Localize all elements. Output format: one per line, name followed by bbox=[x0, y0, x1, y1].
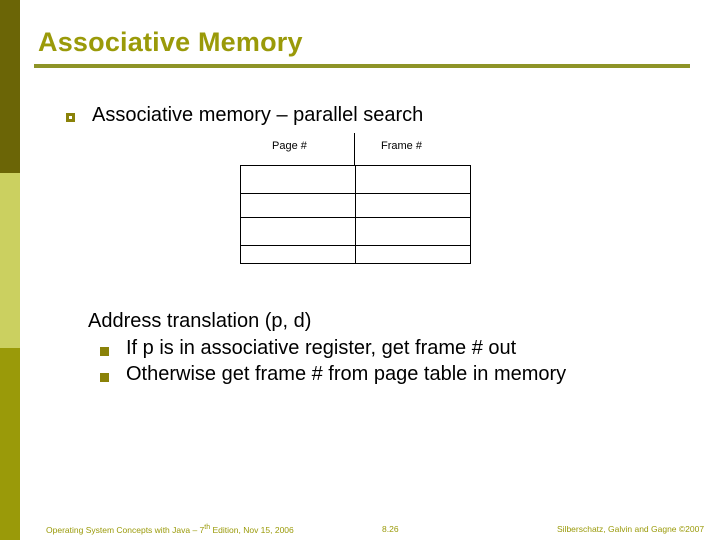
table-cell-page bbox=[240, 245, 356, 264]
table-cell-page bbox=[240, 165, 356, 194]
filled-square-bullet-icon bbox=[100, 373, 109, 383]
footer-left-ordinal: th bbox=[204, 524, 211, 531]
sub-bullet-label: If p is in associative register, get fra… bbox=[126, 336, 517, 359]
register-entries-table bbox=[240, 165, 471, 264]
table-cell-frame bbox=[355, 217, 471, 246]
address-translation-block: Address translation (p, d) If p is in as… bbox=[88, 310, 628, 387]
table-row bbox=[240, 193, 471, 218]
table-cell-page bbox=[240, 217, 356, 246]
title-underline-rule bbox=[34, 64, 690, 68]
sub-bullet-label: Otherwise get frame # from page table in… bbox=[126, 363, 567, 386]
column-header-page: Page # bbox=[272, 140, 307, 152]
table-row bbox=[240, 165, 471, 194]
footer-copyright: Silberschatz, Galvin and Gagne ©2007 bbox=[557, 524, 705, 534]
table-cell-frame bbox=[355, 193, 471, 218]
table-cell-page bbox=[240, 193, 356, 218]
table-row bbox=[240, 217, 471, 246]
address-translation-heading: Address translation (p, d) bbox=[88, 310, 312, 332]
sub-bullet-item-2: Otherwise get frame # from page table in… bbox=[88, 363, 628, 387]
footer-left-prefix: Operating System Concepts with Java – 7 bbox=[46, 524, 205, 535]
sub-bullet-item-1: If p is in associative register, get fra… bbox=[88, 337, 628, 361]
column-header-frame: Frame # bbox=[381, 140, 422, 152]
page-title: Associative Memory bbox=[38, 27, 303, 57]
sidebar-band-bottom bbox=[0, 348, 20, 540]
table-column-headers: Page # Frame # bbox=[240, 133, 468, 165]
bullet-item-associative-memory: Associative memory – parallel search bbox=[66, 104, 423, 127]
column-divider-line bbox=[354, 133, 355, 165]
table-row bbox=[240, 245, 471, 264]
table-cell-frame bbox=[355, 245, 471, 264]
sidebar-band-middle bbox=[0, 173, 20, 348]
sidebar-band-top bbox=[0, 0, 20, 173]
footer-source-text: Operating System Concepts with Java – 7t… bbox=[46, 524, 294, 535]
hollow-square-bullet-icon bbox=[66, 113, 75, 122]
associative-register-table: Page # Frame # bbox=[240, 133, 471, 264]
bullet-item-label: Associative memory – parallel search bbox=[92, 104, 424, 126]
footer-page-number: 8.26 bbox=[382, 524, 399, 534]
table-cell-frame bbox=[355, 165, 471, 194]
filled-square-bullet-icon bbox=[100, 346, 109, 356]
footer-left-suffix: Edition, Nov 15, 2006 bbox=[210, 524, 294, 535]
